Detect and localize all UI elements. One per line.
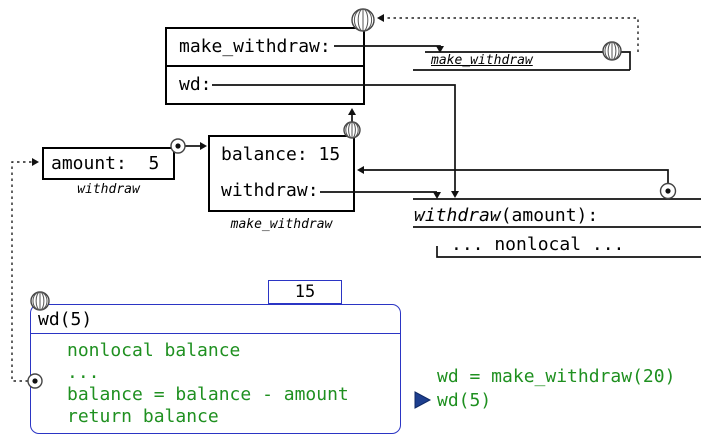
console-line-1: wd = make_withdraw(20) [437,366,676,387]
parent-pointer-withdraw [185,142,207,150]
globe-icon [602,41,622,61]
withdraw-function-signature: withdraw(amount): [414,205,598,226]
execution-card: wd(5) nonlocal balance ... balance = bal… [30,304,401,434]
withdraw-function-name: withdraw [414,205,501,226]
parent-pointer-make-withdraw [348,108,356,122]
current-line-marker-icon [414,391,432,409]
console-line-2: wd(5) [437,390,492,411]
make-withdraw-frame: balance: 15 withdraw: [208,135,355,212]
code-line: nonlocal balance [67,340,241,361]
code-line: return balance [67,406,219,427]
code-line: balance = balance - amount [67,384,349,405]
pointer-origin-icon [659,182,677,200]
dotted-link-top [377,14,639,52]
entry-withdraw: withdraw: [221,180,319,201]
return-value-tab: 15 [268,280,342,304]
global-entry-make-withdraw: make_withdraw: [167,29,363,67]
make-withdraw-frame-caption: make_withdraw [230,217,333,232]
withdraw-function-body: ... nonlocal ... [451,234,625,255]
entry-balance: balance: 15 [221,144,341,165]
make-withdraw-function-name: make_withdraw [431,53,533,68]
withdraw-function-params: (amount): [500,205,599,226]
execution-call: wd(5) [31,305,400,334]
execution-body: nonlocal balance ... balance = balance -… [31,334,400,428]
environment-pointer-withdraw-fn [357,166,669,183]
global-frame: make_withdraw: wd: [165,27,365,105]
global-entry-wd: wd: [179,74,212,95]
code-line: ... [67,362,100,383]
withdraw-frame-caption: withdraw [77,182,140,197]
withdraw-frame: amount: 5 [42,147,175,180]
